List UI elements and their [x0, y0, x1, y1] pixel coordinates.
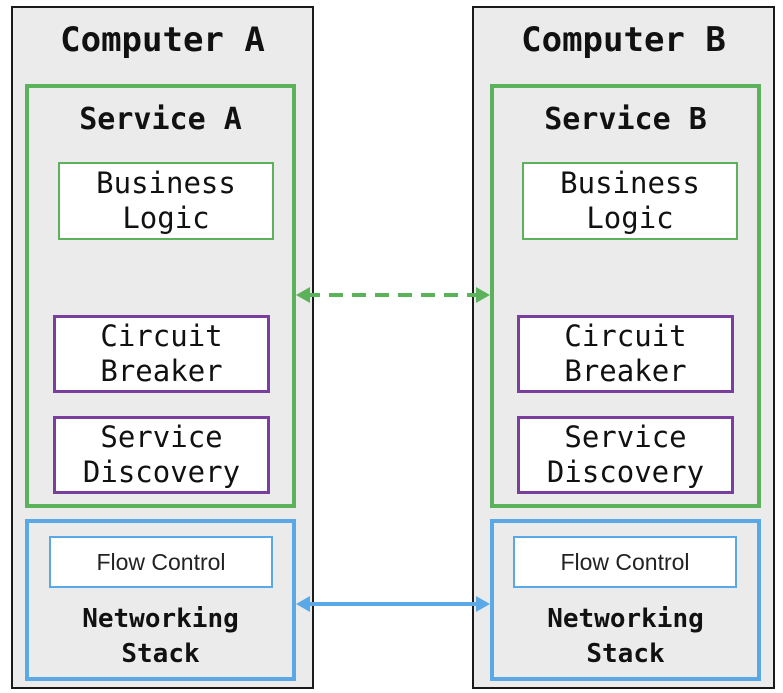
- circuit-breaker-line-1: Circuit: [100, 319, 223, 353]
- networking-stack-a-line-1: Networking: [82, 604, 239, 634]
- networking-a-box: [25, 519, 296, 681]
- network-connector-right-arrowhead: [476, 596, 490, 612]
- network-connector-arrow: [296, 596, 490, 612]
- service-b-title: Service B: [544, 102, 707, 137]
- computer-b-title: Computer B: [521, 20, 726, 60]
- flow-control-a: Flow Control: [49, 536, 273, 588]
- service-a-service-discovery: Service Discovery: [53, 416, 270, 494]
- networking-stack-a-line-2: Stack: [121, 639, 200, 669]
- service-a-title: Service A: [79, 102, 242, 137]
- service-connector-right-arrowhead: [476, 287, 490, 303]
- circuit-breaker-line-1: Circuit: [564, 319, 687, 353]
- business-logic-line-2: Logic: [122, 201, 210, 235]
- circuit-breaker-line-2: Breaker: [564, 354, 687, 388]
- service-connector-left-arrowhead: [296, 287, 310, 303]
- service-a-box: [25, 84, 296, 508]
- service-b-service-discovery: Service Discovery: [517, 416, 734, 494]
- service-connector-arrow: [296, 287, 490, 303]
- service-a-circuit-breaker: Circuit Breaker: [53, 315, 270, 393]
- flow-control-b: Flow Control: [513, 536, 737, 588]
- service-a-business-logic: Business Logic: [58, 162, 274, 240]
- service-b-business-logic: Business Logic: [522, 162, 738, 240]
- circuit-breaker-line-2: Breaker: [100, 354, 223, 388]
- networking-stack-a-label: Networking Stack: [25, 602, 296, 672]
- computer-a-title: Computer A: [60, 20, 265, 60]
- service-discovery-line-2: Discovery: [546, 455, 705, 489]
- networking-stack-b-line-1: Networking: [547, 604, 704, 634]
- business-logic-line-2: Logic: [586, 201, 674, 235]
- networking-stack-b-label: Networking Stack: [490, 602, 761, 672]
- networking-b-box: [490, 519, 761, 681]
- service-discovery-line-1: Service: [564, 420, 687, 454]
- service-discovery-line-1: Service: [100, 420, 223, 454]
- business-logic-line-1: Business: [96, 166, 236, 200]
- business-logic-line-1: Business: [560, 166, 700, 200]
- service-b-circuit-breaker: Circuit Breaker: [517, 315, 734, 393]
- network-connector-left-arrowhead: [296, 596, 310, 612]
- service-discovery-line-2: Discovery: [82, 455, 241, 489]
- networking-stack-b-line-2: Stack: [586, 639, 665, 669]
- service-b-box: [490, 84, 761, 508]
